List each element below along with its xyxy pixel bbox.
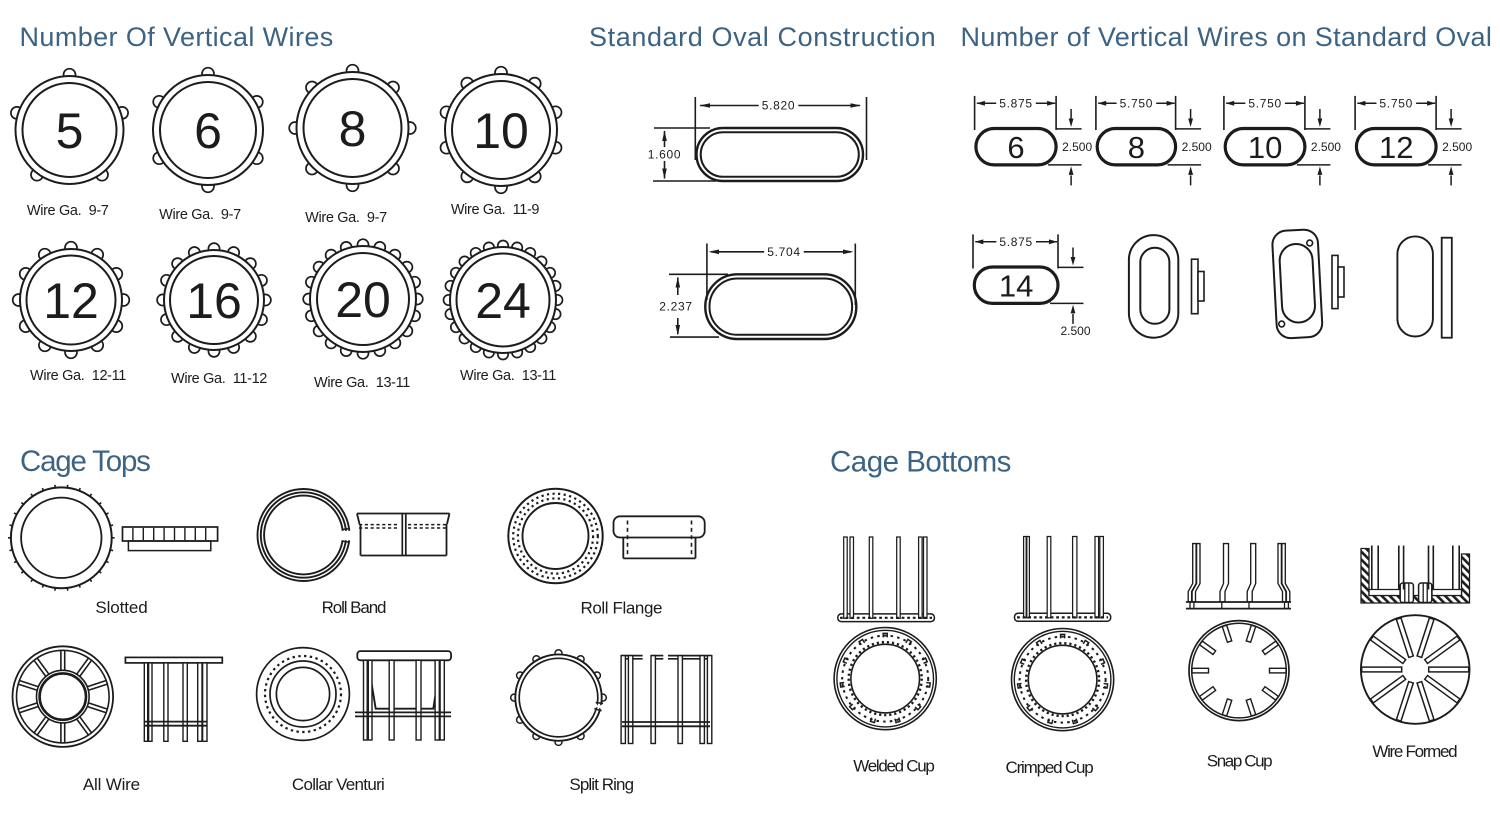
svg-text:2.500: 2.500 (1062, 140, 1092, 154)
svg-text:Wire Ga. 9-7: Wire Ga. 9-7 (305, 210, 387, 226)
svg-text:Number Of Vertical Wires: Number Of Vertical Wires (20, 22, 334, 52)
svg-text:10: 10 (473, 103, 529, 159)
svg-text:14: 14 (999, 269, 1033, 304)
svg-text:2.500: 2.500 (1060, 324, 1090, 338)
svg-text:Wire Ga. 11-12: Wire Ga. 11-12 (171, 371, 267, 387)
svg-text:Slotted: Slotted (95, 598, 147, 617)
svg-text:Wire Formed: Wire Formed (1372, 742, 1457, 761)
svg-text:Split Ring: Split Ring (569, 775, 633, 794)
svg-text:5.704: 5.704 (767, 245, 801, 259)
svg-text:1.600: 1.600 (648, 148, 682, 162)
svg-text:2.500: 2.500 (1311, 140, 1341, 154)
svg-text:5.820: 5.820 (762, 99, 796, 113)
svg-text:5.875: 5.875 (999, 97, 1033, 111)
svg-text:Wire Ga. 9-7: Wire Ga. 9-7 (159, 207, 241, 223)
svg-text:Collar Venturi: Collar Venturi (292, 775, 384, 794)
svg-text:5.875: 5.875 (999, 235, 1033, 249)
svg-text:5: 5 (56, 103, 84, 159)
svg-text:Standard Oval Construction: Standard Oval Construction (589, 22, 936, 52)
svg-text:2.500: 2.500 (1182, 140, 1212, 154)
svg-text:Number of Vertical Wires on St: Number of Vertical Wires on Standard Ova… (961, 22, 1493, 52)
svg-text:24: 24 (475, 273, 531, 329)
svg-text:12: 12 (1379, 130, 1413, 165)
svg-text:8: 8 (339, 101, 367, 157)
svg-text:Wire Ga. 12-11: Wire Ga. 12-11 (30, 368, 126, 384)
svg-text:2.237: 2.237 (659, 300, 693, 314)
svg-text:5.750: 5.750 (1379, 97, 1413, 111)
svg-text:Welded Cup: Welded Cup (853, 757, 934, 776)
svg-text:5.750: 5.750 (1120, 97, 1154, 111)
svg-text:Snap Cup: Snap Cup (1207, 751, 1272, 770)
svg-text:Roll Band: Roll Band (322, 598, 386, 617)
svg-text:Wire Ga. 13-11: Wire Ga. 13-11 (460, 368, 556, 384)
svg-text:Cage Bottoms: Cage Bottoms (830, 446, 1011, 479)
svg-text:All Wire: All Wire (83, 775, 140, 794)
svg-text:Wire Ga. 11-9: Wire Ga. 11-9 (451, 202, 540, 218)
svg-text:Wire Ga. 13-11: Wire Ga. 13-11 (314, 375, 410, 391)
svg-text:12: 12 (43, 273, 99, 329)
svg-text:8: 8 (1128, 130, 1145, 165)
svg-text:Roll Flange: Roll Flange (581, 599, 663, 618)
svg-text:Wire Ga. 9-7: Wire Ga. 9-7 (27, 203, 109, 219)
svg-text:16: 16 (186, 273, 242, 329)
svg-text:5.750: 5.750 (1248, 97, 1282, 111)
svg-text:10: 10 (1248, 130, 1282, 165)
svg-text:2.500: 2.500 (1442, 140, 1472, 154)
svg-text:Crimped Cup: Crimped Cup (1006, 758, 1094, 777)
svg-text:6: 6 (194, 103, 222, 159)
svg-text:Cage Tops: Cage Tops (20, 445, 150, 478)
svg-text:20: 20 (335, 272, 391, 328)
svg-text:6: 6 (1007, 130, 1024, 165)
